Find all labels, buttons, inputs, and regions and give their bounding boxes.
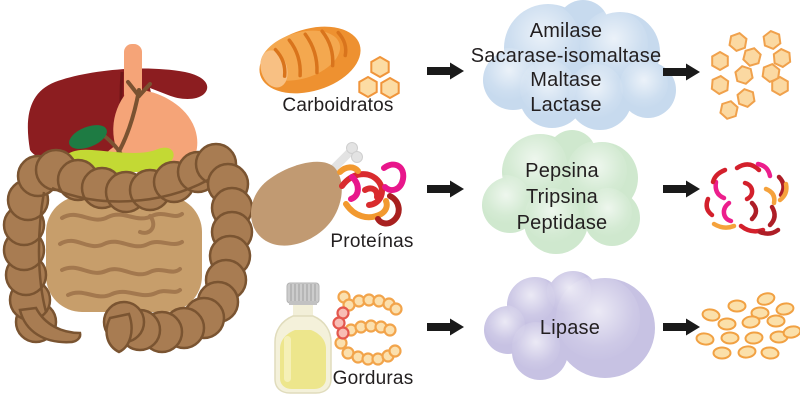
protein-structure-icon [337,161,407,227]
enzyme-name: Lipase [539,317,601,339]
enzyme-cloud-proteins [482,130,640,254]
small-intestine-shape [46,196,202,312]
arrows [427,62,700,336]
rectum [105,312,133,354]
gallbladder-shape [69,125,107,149]
arrow-proteins-to-enzymes-icon [427,180,464,198]
enzyme-name: Amilase [529,20,603,42]
large-intestine-shape [2,142,254,354]
arrow-fats-to-products-icon [663,318,700,336]
sugar-hexagons-icon [358,55,400,100]
chicken-drumstick-icon [250,142,363,246]
enzyme-list-proteins: Pepsina Tripsina Peptidase [462,158,662,236]
enzyme-name: Tripsina [526,186,598,208]
amino-acid-fragments-icon [704,161,789,236]
enzyme-name: Pepsina [525,160,599,182]
digestive-system-illustration [2,44,254,354]
enzyme-name: Lactase [530,93,602,116]
colon-inner-lines [37,178,209,313]
cecum-tail [18,306,82,344]
food-label-carbohydrates: Carboidratos [282,95,394,116]
arrow-carbs-to-products-icon [663,63,700,81]
arrow-fats-to-enzymes-icon [427,318,464,336]
food-label-fats: Gorduras [332,368,414,389]
enzyme-list-fats: Lipase [470,317,670,339]
enzyme-name: Maltase [530,69,602,91]
enzyme-name: Peptidase [516,212,608,234]
enzyme-cloud-fats [484,269,655,380]
arrow-carbs-to-enzymes-icon [427,62,464,80]
enzyme-list-carbohydrates: Amilase Sacarase-isomaltase Maltase Lact… [456,19,676,117]
triglyceride-chain-icon [332,290,403,366]
fatty-acid-droplets-icon [695,292,800,360]
arrow-proteins-to-products-icon [663,180,700,198]
enzyme-name: Sacarase-isomaltase [470,44,662,67]
enzyme-cloud-carbohydrates [483,0,676,130]
bread-loaf-icon [259,26,361,94]
monosaccharide-hexagons-icon [710,29,792,120]
oil-bottle-icon [274,282,332,394]
food-label-proteins: Proteínas [330,231,414,252]
